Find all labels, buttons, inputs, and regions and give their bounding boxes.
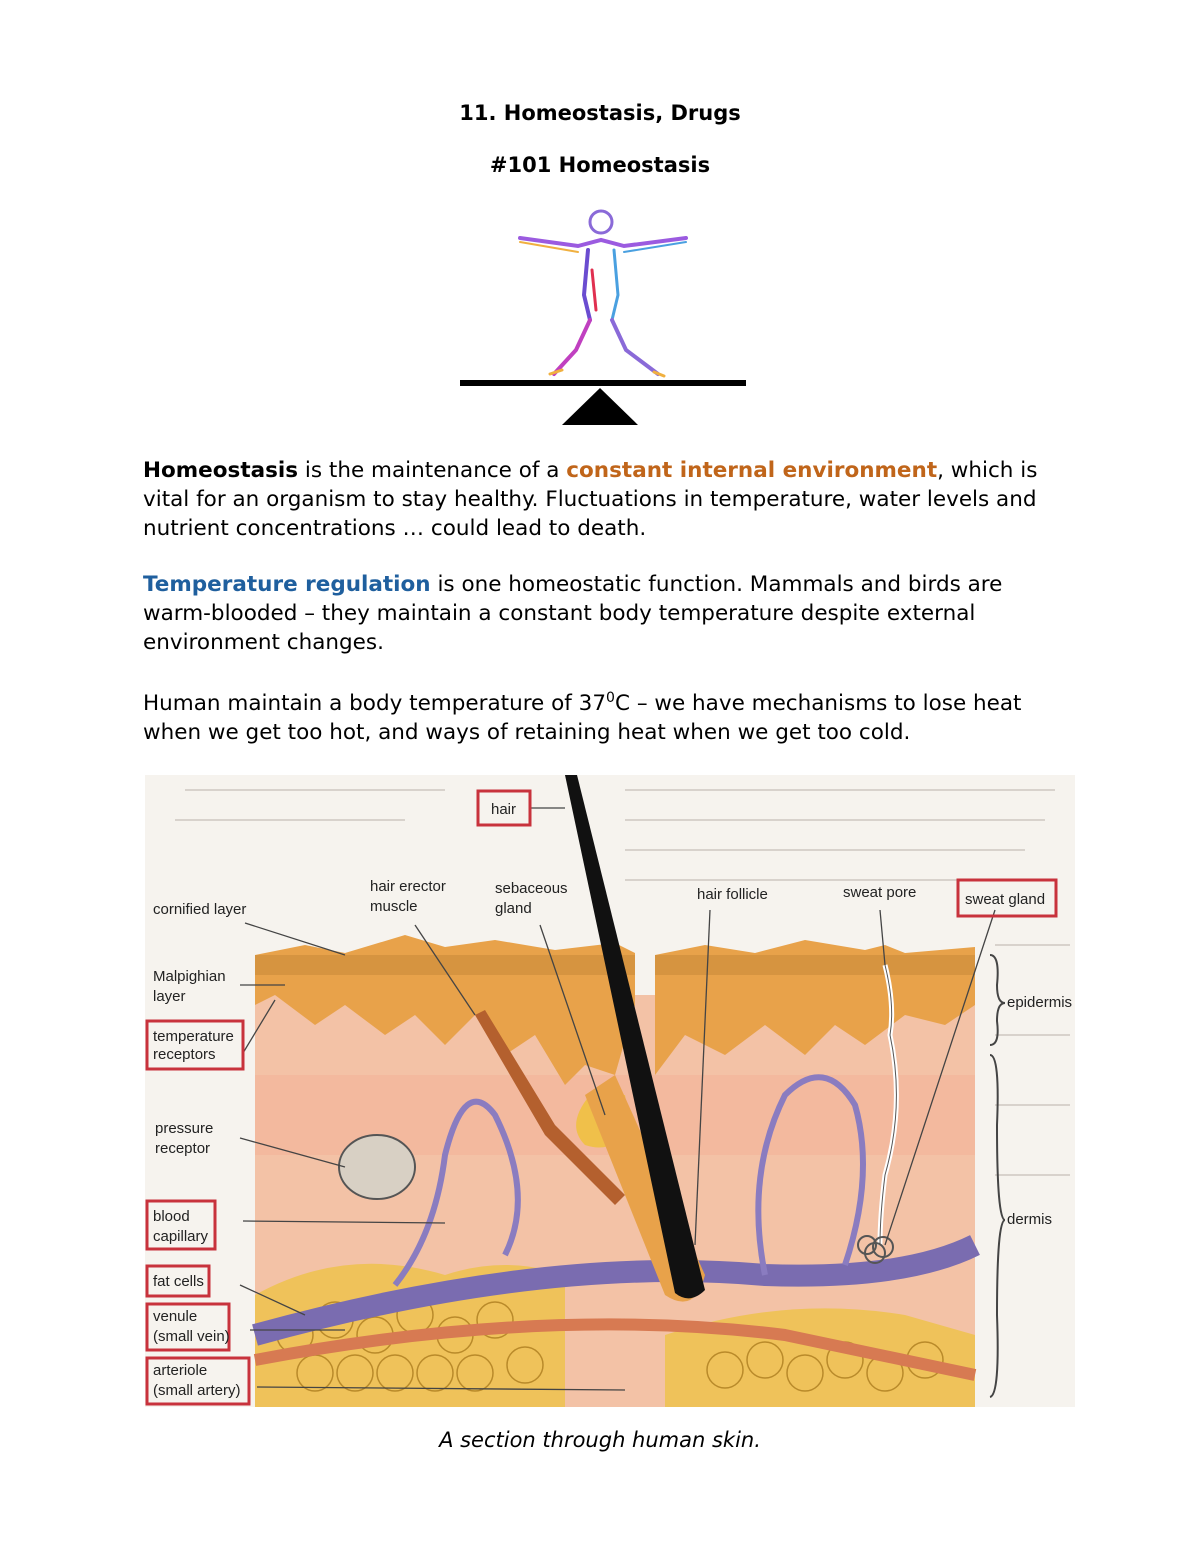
term-homeostasis: Homeostasis xyxy=(143,458,299,483)
sebaceous-label-1: sebaceous xyxy=(495,880,568,897)
para3-text-b: C – we have mechanisms to lose heat when… xyxy=(143,691,1022,746)
hair-label: hair xyxy=(491,801,516,818)
fat-cells-box xyxy=(145,1264,211,1298)
arteriole-label-2: (small artery) xyxy=(153,1382,241,1399)
homeostasis-balance-figure xyxy=(460,209,746,425)
malpighian-label-1: Malpighian xyxy=(153,968,226,985)
hair-erector-muscle xyxy=(475,1010,625,1205)
blood-capillary xyxy=(392,1098,521,1287)
term-temperature-regulation: Temperature regulation xyxy=(143,572,431,597)
pressure-receptor xyxy=(338,1134,416,1200)
homeostasis-definition: Homeostasis is the maintenance of a cons… xyxy=(143,456,1063,543)
body-temperature-paragraph: Human maintain a body temperature of 370… xyxy=(143,684,1063,747)
epidermis-bracket xyxy=(989,954,1006,1046)
term-constant-internal-environment: constant internal environment xyxy=(566,458,938,483)
para2-text: is one homeostatic function. Mammals and… xyxy=(143,572,1003,655)
temperature-receptors-label-1: temperature xyxy=(153,1028,234,1045)
human-figure-icon xyxy=(518,209,688,378)
epidermis-label: epidermis xyxy=(1007,994,1072,1011)
sweat-pore-label: sweat pore xyxy=(843,884,916,901)
dermis-label: dermis xyxy=(1007,1211,1052,1228)
sebaceous-label-2: gland xyxy=(495,900,532,917)
sweat-gland-label: sweat gland xyxy=(965,891,1045,908)
blood-capillary-box xyxy=(145,1199,217,1251)
leader-lines xyxy=(239,807,996,1391)
venule-vessel xyxy=(252,1235,980,1346)
skin-section-diagram: hair hair erector muscle sebaceous gland… xyxy=(145,775,1075,1407)
blood-capillary-label-2: capillary xyxy=(153,1228,209,1245)
hair-erector-label-2: muscle xyxy=(370,898,418,915)
balance-fulcrum xyxy=(562,388,638,425)
venule-label-2: (small vein) xyxy=(153,1328,230,1345)
hair-label-box xyxy=(476,789,532,827)
section-heading: #101 Homeostasis xyxy=(489,153,711,177)
temperature-regulation-paragraph: Temperature regulation is one homeostati… xyxy=(143,570,1063,657)
pressure-receptor-label-2: receptor xyxy=(155,1140,210,1157)
temperature-receptors-box xyxy=(145,1019,245,1071)
balance-beam xyxy=(460,380,746,386)
arteriole-label-1: arteriole xyxy=(153,1362,207,1379)
cornified-layer-label: cornified layer xyxy=(153,901,246,918)
para3-text-a: Human maintain a body temperature of 37 xyxy=(143,691,607,717)
para1-text-a: is the maintenance of a xyxy=(298,458,567,483)
arteriole-box xyxy=(145,1356,251,1406)
venule-box xyxy=(145,1302,231,1352)
fat-cells-label: fat cells xyxy=(153,1273,204,1290)
hair-shaft xyxy=(565,775,705,1299)
para1-text-b: , which is vital for an organism to stay… xyxy=(143,458,1038,541)
hair-erector-label-1: hair erector xyxy=(370,878,446,895)
page-heading: 11. Homeostasis, Drugs xyxy=(459,101,741,125)
pressure-receptor-label-1: pressure xyxy=(155,1120,213,1137)
malpighian-label-2: layer xyxy=(153,988,186,1005)
blood-capillary-label-1: blood xyxy=(153,1208,190,1225)
figure-caption: A section through human skin. xyxy=(439,1428,761,1452)
sweat-gland-label-box xyxy=(956,878,1058,918)
degree-superscript: 0 xyxy=(606,690,615,706)
dermis-bracket xyxy=(989,1054,1006,1398)
sweat-gland-coil xyxy=(857,1235,894,1264)
hair-follicle-label: hair follicle xyxy=(697,886,768,903)
arteriole-vessel xyxy=(253,1318,977,1381)
temperature-receptors-label-2: receptors xyxy=(153,1046,216,1063)
venule-label-1: venule xyxy=(153,1308,197,1325)
